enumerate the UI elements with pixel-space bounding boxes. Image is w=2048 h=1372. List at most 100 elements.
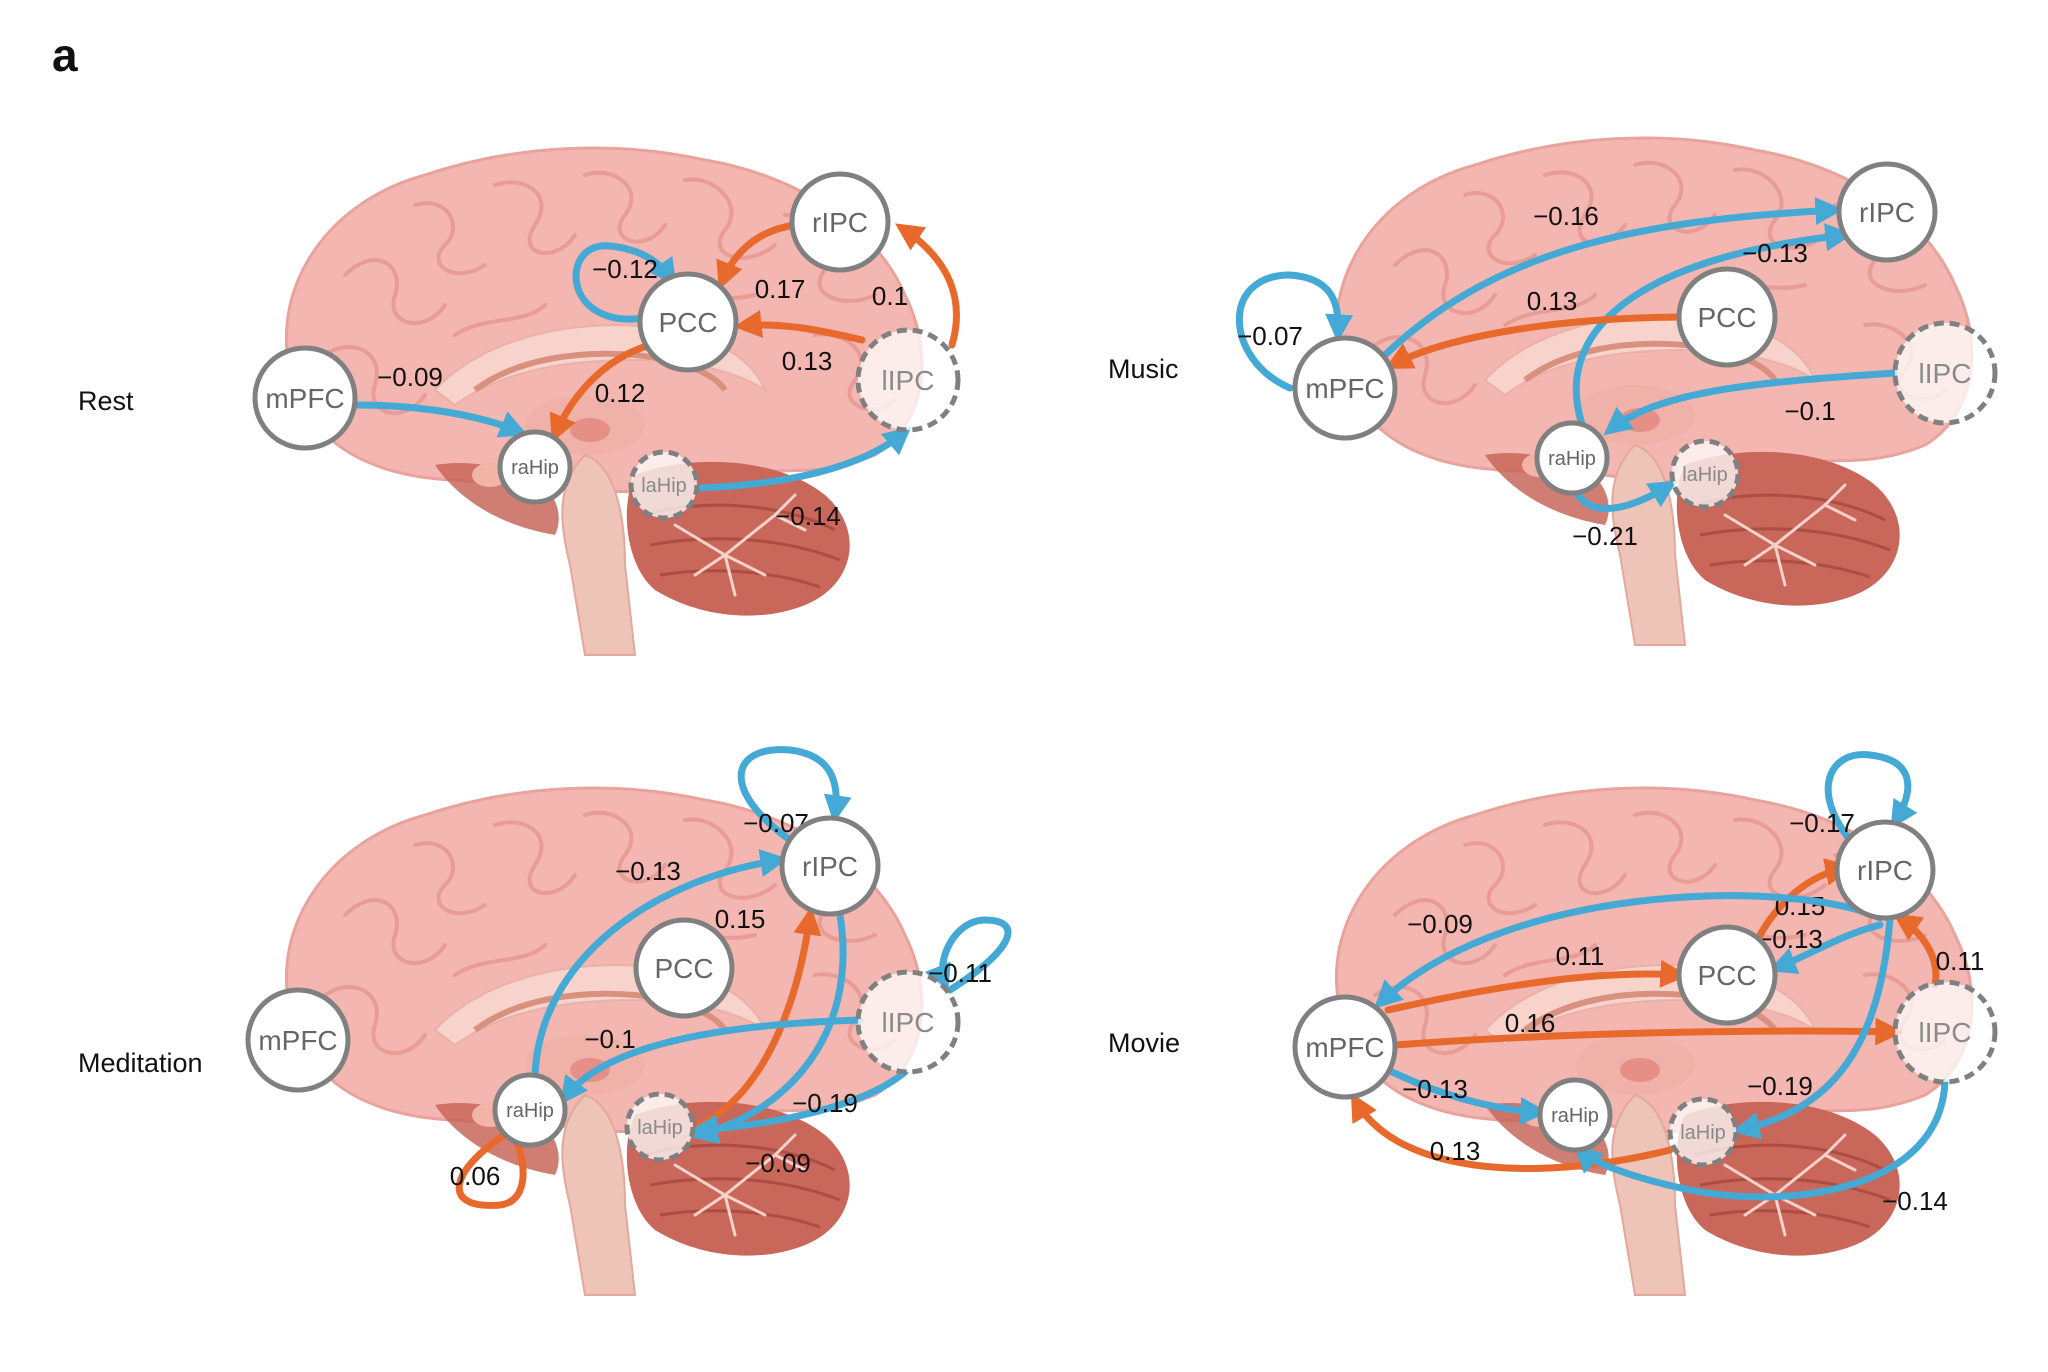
node-circle (855, 969, 961, 1075)
edge-movie-rIPC-laHip (1731, 914, 1894, 1140)
node-rest-laHip: laHip (628, 449, 700, 521)
node-circle (1534, 420, 1610, 496)
node-circle (1292, 994, 1398, 1100)
node-label: rIPC (1857, 855, 1913, 886)
edge-movie-lIPC-rIPC (1893, 913, 1940, 989)
edge-music-mPFC-mPFC (1235, 271, 1354, 392)
edge-weight-label: 0.11 (1936, 946, 1985, 976)
edge-music-raHip-mPFC (1572, 223, 1854, 428)
node-rest-raHip: raHip (497, 429, 573, 505)
edge-weight-label: 0.11 (1556, 941, 1605, 971)
node-circle (497, 429, 573, 505)
edge-weight-label: −0.19 (792, 1088, 858, 1118)
node-label: mPFC (265, 383, 344, 414)
edge-meditation-laHip-rIPC (696, 906, 822, 1129)
edge-weight-label: 0.17 (755, 274, 806, 304)
node-music-mPFC: mPFC (1292, 335, 1398, 441)
edge-rest-rIPC-PCC (716, 221, 799, 290)
node-label: rIPC (1859, 197, 1915, 228)
edge-movie-rIPC-rIPC (1824, 751, 1918, 844)
node-circle (492, 1072, 568, 1148)
node-circle (245, 987, 351, 1093)
node-rest-rIPC: rIPC (789, 171, 891, 273)
node-circle (1676, 266, 1778, 368)
node-label: raHip (1551, 1105, 1599, 1127)
edge-rest-mPFC-raHip (353, 401, 528, 438)
edge-rest-PCC-PCC (572, 242, 677, 323)
edge-rest-lIPC-rIPC (895, 223, 960, 349)
node-music-lIPC: lIPC (1892, 320, 1998, 426)
edge-weight-label: 0.13 (1430, 1136, 1481, 1166)
node-label: mPFC (1305, 373, 1384, 404)
edge-weight-label: 0.13 (1527, 286, 1578, 316)
node-circle (1292, 335, 1398, 441)
node-label: laHip (641, 475, 687, 497)
node-circle (1676, 924, 1778, 1026)
node-label: laHip (1682, 464, 1728, 486)
node-label: lIPC (882, 1007, 935, 1038)
node-movie-raHip: raHip (1537, 1077, 1613, 1153)
edge-weight-label: −0.1 (584, 1024, 635, 1054)
node-meditation-raHip: raHip (492, 1072, 568, 1148)
node-meditation-PCC: PCC (633, 917, 735, 1019)
edge-movie-lIPC-raHip (1574, 1078, 1949, 1201)
node-label: PCC (1697, 302, 1756, 333)
edge-weight-label: −0.19 (1747, 1071, 1813, 1101)
edge-weight-label: −0.14 (1882, 1186, 1948, 1216)
node-circle (779, 815, 881, 917)
edge-weight-label: −0.17 (1789, 808, 1855, 838)
node-movie-laHip: laHip (1667, 1096, 1739, 1168)
node-label: PCC (658, 307, 717, 338)
edge-meditation-rIPC-rIPC (737, 746, 852, 844)
node-movie-lIPC: lIPC (1892, 979, 1998, 1085)
node-rest-PCC: PCC (637, 271, 739, 373)
edge-meditation-raHip-rIPC (531, 849, 789, 1079)
edge-music-lIPC-raHip (1603, 369, 1899, 436)
node-music-laHip: laHip (1669, 438, 1741, 510)
node-circle (637, 271, 739, 373)
edge-weight-label: −0.13 (615, 856, 681, 886)
edge-movie-rIPC-mPFC (1373, 892, 1884, 1009)
condition-label-rest: Rest (78, 386, 134, 416)
edge-movie-mPFC-raHip (1384, 1066, 1549, 1125)
node-movie-mPFC: mPFC (1292, 994, 1398, 1100)
edge-weight-label: 0.13 (782, 346, 833, 376)
node-meditation-lIPC: lIPC (855, 969, 961, 1075)
node-label: raHip (511, 457, 559, 479)
node-label: lIPC (882, 365, 935, 396)
node-music-PCC: PCC (1676, 266, 1778, 368)
node-rest-lIPC: lIPC (855, 327, 961, 433)
edge-weight-label: 0.12 (595, 378, 646, 408)
node-label: raHip (1548, 448, 1596, 470)
condition-label-music: Music (1108, 354, 1179, 384)
node-label: raHip (506, 1100, 554, 1122)
edge-music-PCC-mPFC (1384, 313, 1684, 369)
node-circle (1892, 979, 1998, 1085)
edge-weight-label: −0.09 (745, 1148, 811, 1178)
node-label: rIPC (802, 851, 858, 882)
panel-letter: a (52, 29, 78, 81)
edge-weight-label: 0.1 (872, 281, 908, 311)
edge-music-mPFC-rIPC (1381, 197, 1844, 359)
node-circle (252, 345, 358, 451)
edge-rest-laHip-lIPC (693, 426, 912, 492)
node-label: mPFC (258, 1025, 337, 1056)
node-label: lIPC (1919, 1017, 1972, 1048)
edge-weight-label: −0.07 (1237, 321, 1303, 351)
node-label: lIPC (1919, 358, 1972, 389)
node-label: PCC (654, 953, 713, 984)
node-music-rIPC: rIPC (1836, 161, 1938, 263)
edge-weight-label: −0.13 (1402, 1074, 1468, 1104)
node-label: PCC (1697, 960, 1756, 991)
node-meditation-mPFC: mPFC (245, 987, 351, 1093)
node-label: rIPC (812, 207, 868, 238)
edge-music-raHip-laHip (1571, 480, 1678, 512)
node-circle (628, 449, 700, 521)
edge-meditation-rIPC-laHip (689, 911, 847, 1144)
node-circle (633, 917, 735, 1019)
edge-weight-label: 0.16 (1505, 1008, 1556, 1038)
node-circle (624, 1091, 696, 1163)
edge-movie-PCC-rIPC (1756, 858, 1854, 939)
edge-movie-mPFC-lIPC (1391, 1017, 1904, 1049)
